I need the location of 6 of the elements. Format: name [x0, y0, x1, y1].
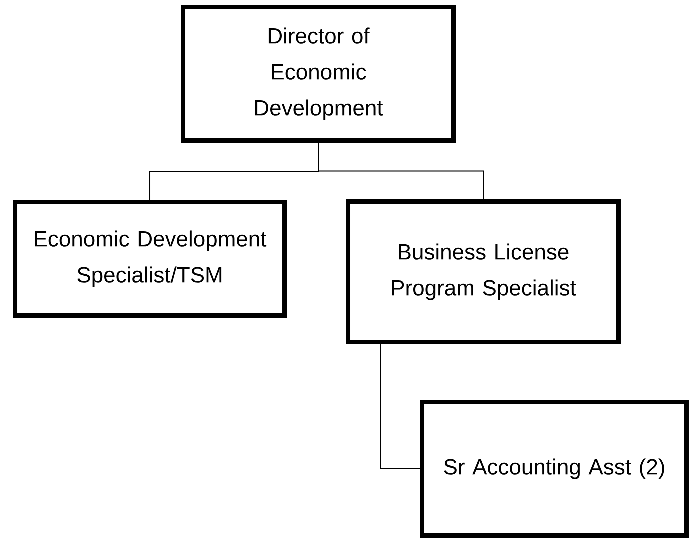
connector-line	[380, 344, 420, 470]
position-box: Economic Development Specialist/TSM	[13, 200, 287, 318]
position-box: Director of Economic Development	[181, 5, 456, 143]
connector-line	[318, 142, 484, 200]
position-box: Sr Accounting Asst (2)	[420, 400, 689, 538]
position-box: Business License Program Specialist	[346, 200, 621, 344]
